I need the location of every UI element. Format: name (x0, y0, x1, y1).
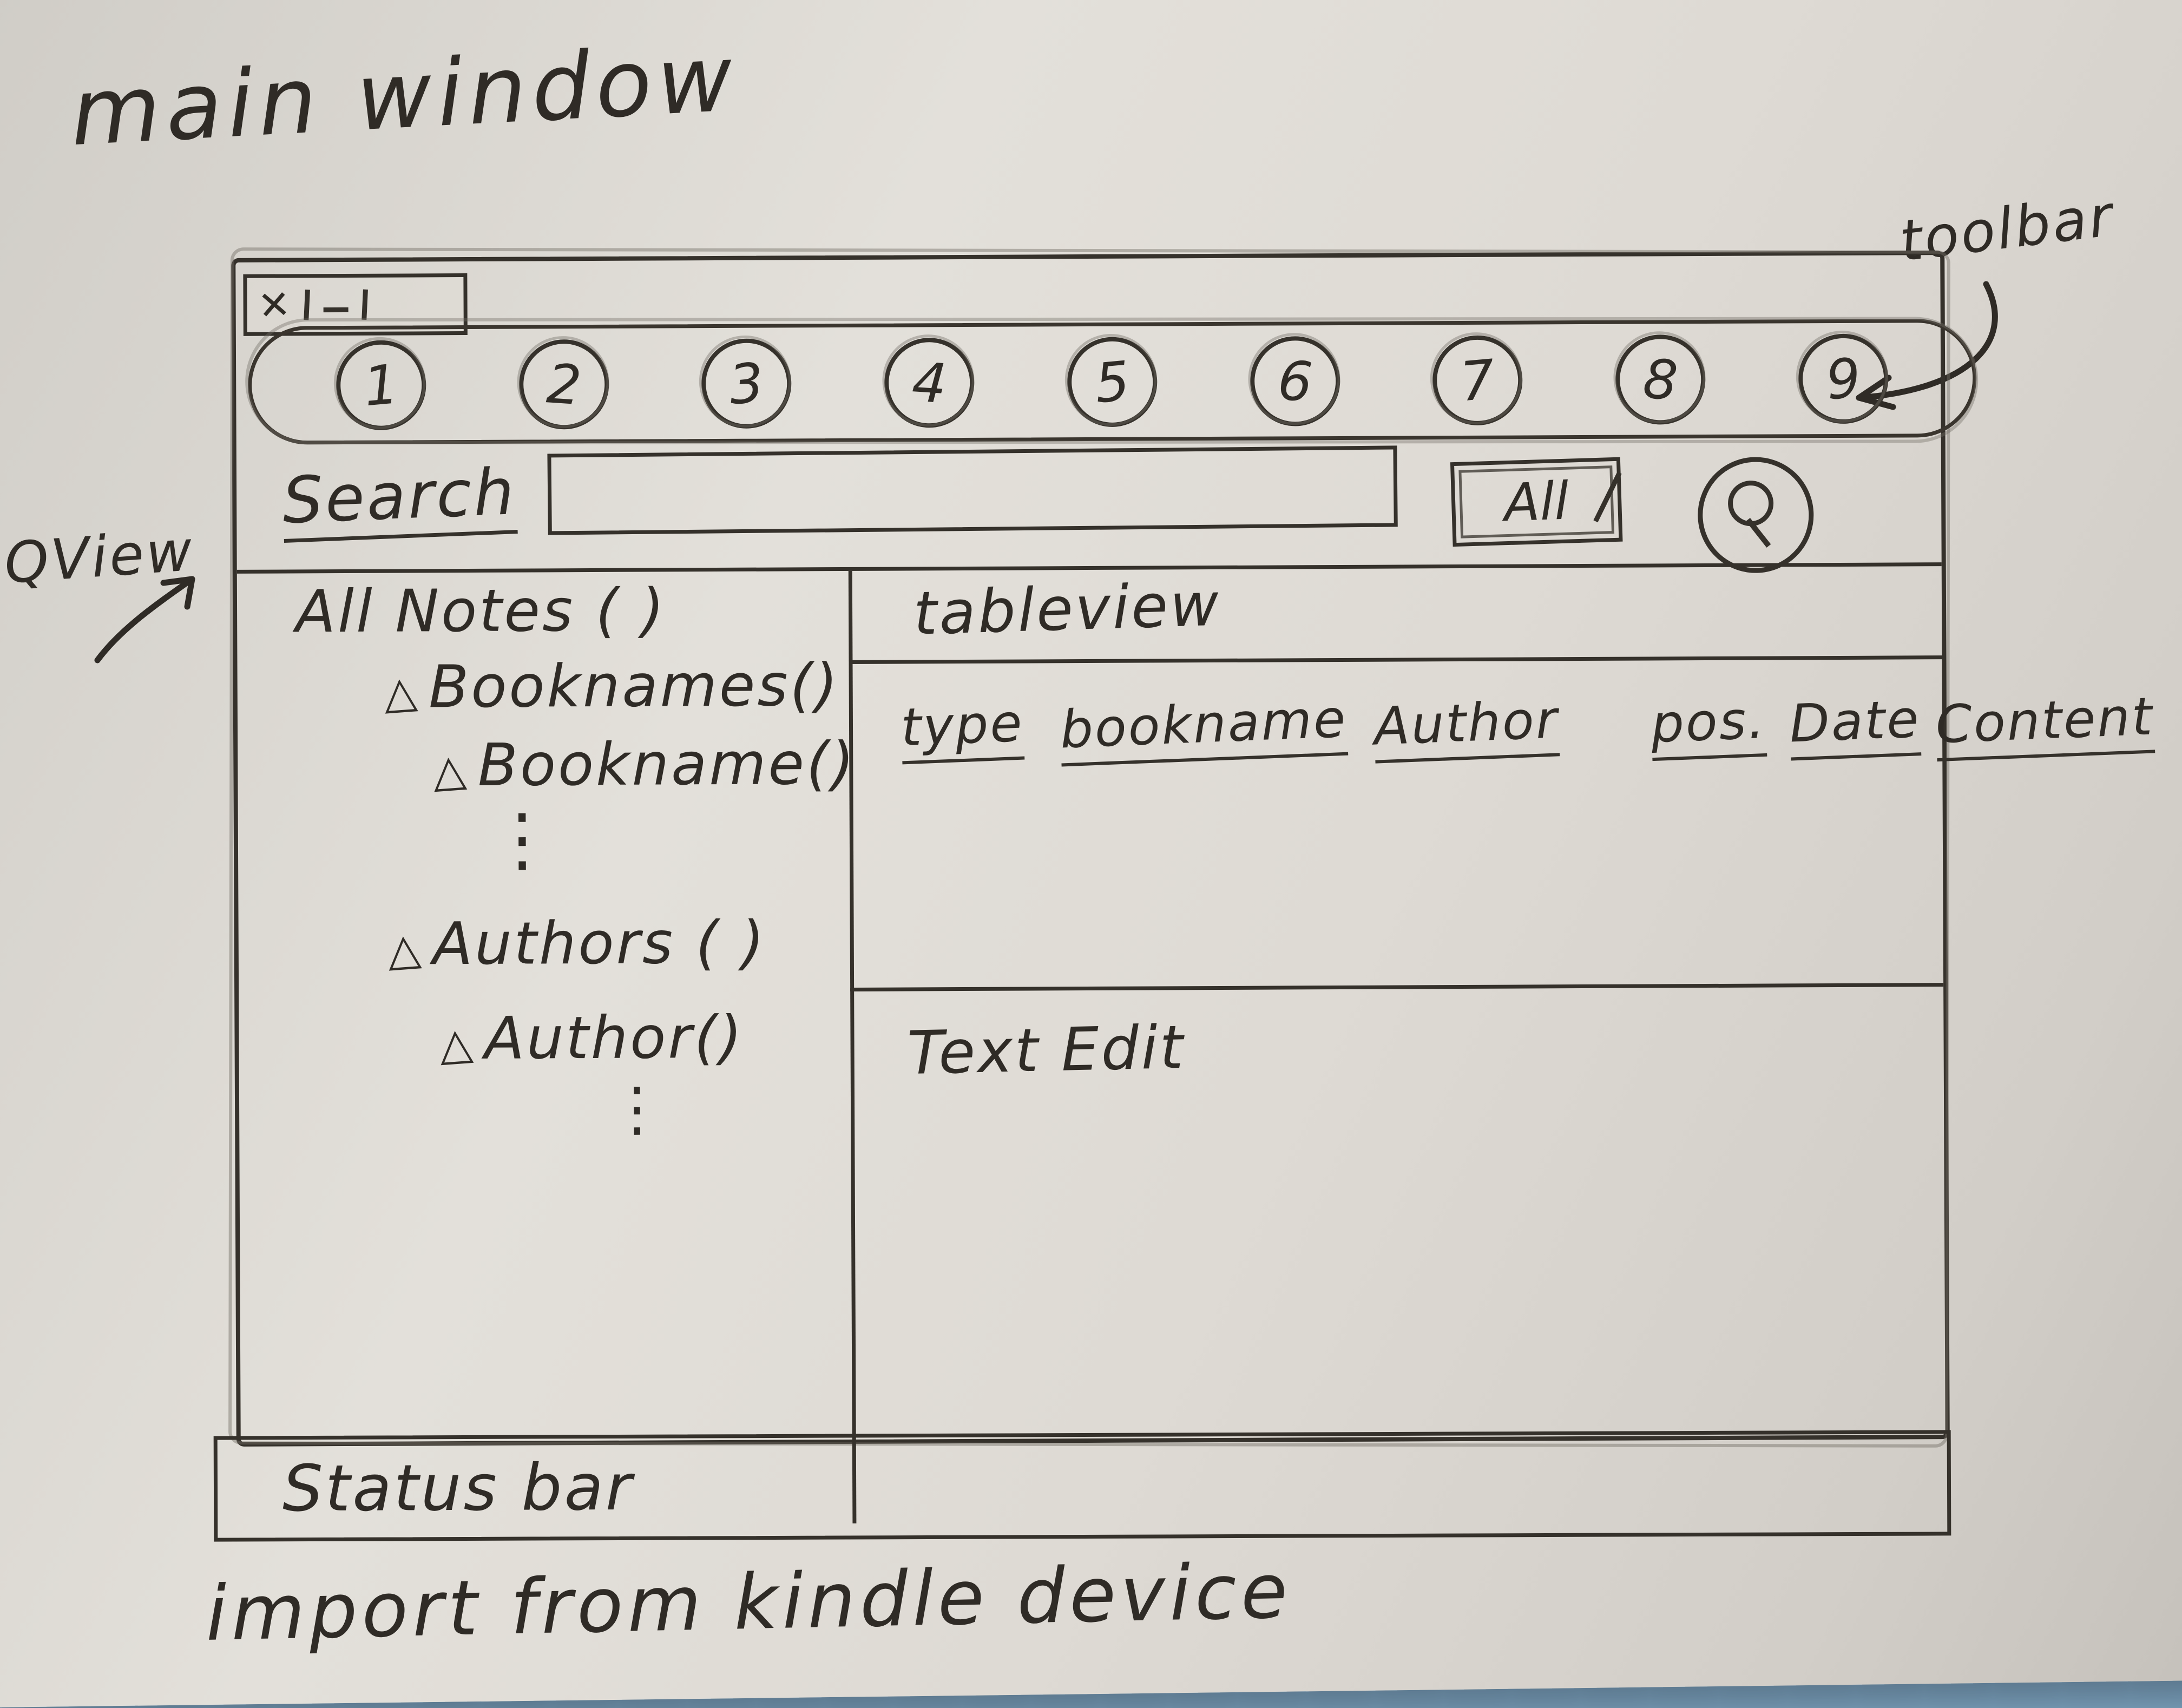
toolbar-button-6[interactable]: 6 (1247, 333, 1343, 429)
tree-item-label: ⋮ (607, 1074, 669, 1144)
column-header-content[interactable]: Content (1934, 686, 2155, 762)
toolbar-button-1[interactable]: 1 (332, 336, 430, 434)
search-divider (236, 562, 1942, 574)
expand-triangle-icon[interactable]: △ (437, 1017, 477, 1070)
toolbar-button-2[interactable]: 2 (516, 336, 612, 432)
titlebar-mark (323, 307, 349, 312)
tree-ellipsis: ⋮ (607, 1074, 669, 1144)
expand-triangle-icon[interactable]: △ (382, 666, 421, 719)
tree-item-label: Author() (484, 1003, 745, 1073)
toolbar-button-5[interactable]: 5 (1063, 333, 1161, 431)
column-header-type[interactable]: type (899, 692, 1025, 765)
tree-item-label: Bookname() (477, 730, 857, 799)
tree-item-label: Booknames() (428, 652, 840, 721)
titlebar-mark (304, 290, 311, 320)
column-header-pos[interactable]: pos. (1649, 689, 1767, 761)
tree-item-label: ⋮ (487, 798, 560, 881)
search-input[interactable] (547, 445, 1398, 535)
tree-item-authors[interactable]: △ Authors ( ) (385, 909, 767, 978)
main-window-frame: ✕ 1 2 3 4 5 6 7 8 9 Search All All Notes… (231, 251, 2155, 1523)
qview-tree: All Notes ( ) △ Booknames() △ Bookname()… (259, 576, 857, 1404)
tree-item-author[interactable]: △ Author() (437, 1003, 745, 1073)
column-header-author[interactable]: Author (1372, 689, 1560, 764)
toolbar-button-7[interactable]: 7 (1429, 331, 1527, 429)
tree-item-label: Authors ( ) (432, 909, 767, 978)
toolbar-button-3[interactable]: 3 (698, 334, 796, 432)
filter-dropdown-label: All (1503, 470, 1570, 534)
column-header-bookname[interactable]: bookname (1059, 688, 1349, 767)
status-bar-label: Status bar (282, 1449, 634, 1526)
column-header-date[interactable]: Date (1788, 688, 1922, 761)
titlebar-mark (362, 289, 369, 320)
toolbar-button-4[interactable]: 4 (882, 334, 977, 431)
tree-ellipsis: ⋮ (487, 798, 560, 881)
tree-item-bookname[interactable]: △ Bookname() (430, 730, 857, 799)
qview-arrow (94, 576, 195, 664)
close-icon[interactable]: ✕ (256, 281, 292, 329)
textedit-area[interactable] (856, 988, 1946, 1431)
search-icon[interactable] (1694, 454, 1817, 576)
toolbar-button-8[interactable]: 8 (1613, 331, 1708, 428)
tree-item-all-notes[interactable]: All Notes ( ) (286, 576, 667, 646)
filter-dropdown-button[interactable]: All (1450, 457, 1623, 547)
tree-item-label: All Notes ( ) (295, 576, 667, 646)
tree-item-booknames[interactable]: △ Booknames() (382, 652, 840, 721)
toolbar-button-9[interactable]: 9 (1794, 330, 1892, 428)
tableview-label: tableview (912, 569, 1222, 648)
search-label: Search (281, 454, 518, 543)
toolbar: 1 2 3 4 5 6 7 8 9 (247, 318, 1977, 445)
expand-triangle-icon[interactable]: △ (430, 744, 470, 797)
expand-triangle-icon[interactable]: △ (385, 923, 425, 976)
status-bar: Status bar (213, 1430, 1951, 1542)
